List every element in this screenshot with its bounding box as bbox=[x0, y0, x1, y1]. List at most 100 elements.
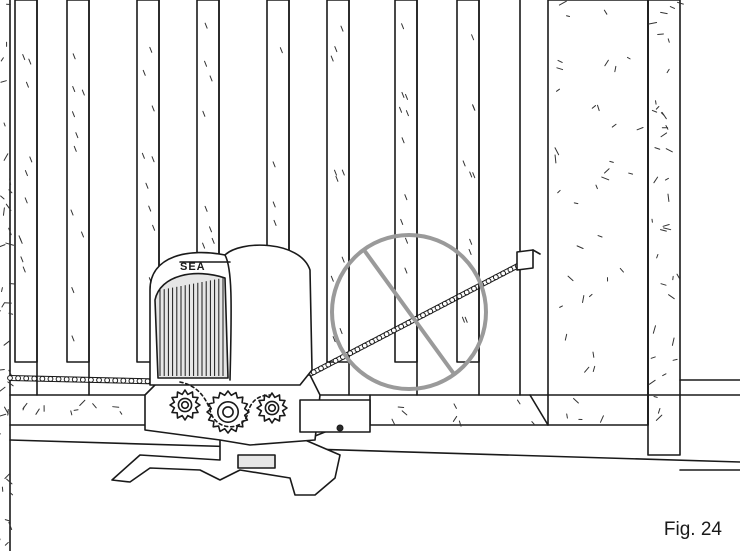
texture-speck bbox=[28, 58, 32, 65]
texture-speck bbox=[660, 132, 668, 138]
texture-speck bbox=[564, 333, 568, 341]
texture-speck bbox=[584, 366, 590, 373]
texture-speck bbox=[8, 227, 12, 236]
texture-speck bbox=[80, 231, 84, 238]
texture-speck bbox=[660, 229, 667, 232]
texture-speck bbox=[656, 254, 659, 259]
texture-speck bbox=[591, 105, 597, 109]
chain-link bbox=[7, 375, 13, 381]
texture-speck bbox=[0, 386, 6, 392]
texture-speck bbox=[0, 244, 6, 248]
texture-speck bbox=[24, 197, 28, 204]
texture-speck bbox=[112, 406, 120, 408]
texture-speck bbox=[0, 413, 7, 417]
texture-speck bbox=[592, 351, 595, 358]
chain-link bbox=[31, 375, 38, 382]
texture-speck bbox=[471, 34, 475, 41]
texture-speck bbox=[273, 219, 277, 226]
texture-speck bbox=[202, 242, 206, 249]
texture-speck bbox=[472, 172, 476, 179]
chain-link bbox=[88, 377, 94, 383]
ground-line bbox=[9, 439, 740, 463]
texture-speck bbox=[660, 283, 667, 286]
gate-motor-unit: SEA bbox=[111, 244, 371, 496]
texture-speck bbox=[340, 25, 344, 32]
texture-speck bbox=[335, 175, 339, 182]
chain-link bbox=[112, 377, 119, 384]
chain-link bbox=[39, 375, 46, 382]
texture-speck bbox=[9, 282, 16, 285]
sprocket-axle bbox=[180, 400, 190, 410]
chain-link bbox=[500, 270, 507, 277]
chain-link bbox=[463, 289, 470, 296]
texture-speck bbox=[573, 202, 579, 205]
texture-speck bbox=[339, 328, 343, 335]
texture-speck bbox=[665, 148, 673, 153]
texture-speck bbox=[660, 112, 665, 116]
texture-speck bbox=[654, 147, 661, 150]
texture-speck bbox=[405, 93, 409, 100]
texture-speck bbox=[619, 267, 624, 273]
chain-link bbox=[79, 376, 86, 383]
texture-speck bbox=[668, 294, 675, 300]
chain-bracket bbox=[516, 249, 541, 271]
texture-speck bbox=[272, 161, 276, 168]
texture-speck bbox=[556, 67, 564, 71]
texture-speck bbox=[6, 478, 13, 485]
chain-link bbox=[347, 350, 354, 357]
texture-speck bbox=[141, 152, 145, 159]
texture-speck bbox=[604, 168, 610, 174]
texture-speck bbox=[660, 11, 668, 15]
texture-speck bbox=[653, 176, 659, 184]
texture-speck bbox=[22, 266, 26, 273]
texture-speck bbox=[603, 9, 608, 15]
texture-speck bbox=[8, 189, 13, 194]
texture-speck bbox=[667, 38, 670, 43]
texture-speck bbox=[3, 340, 10, 346]
texture-speck bbox=[29, 156, 33, 163]
texture-speck bbox=[461, 316, 465, 323]
chain-link bbox=[390, 327, 397, 334]
chain-link bbox=[354, 346, 361, 353]
texture-speck bbox=[655, 414, 663, 421]
chain-link bbox=[471, 285, 477, 292]
texture-speck bbox=[0, 80, 7, 83]
chain-link bbox=[427, 308, 434, 315]
texture-speck bbox=[3, 153, 9, 161]
texture-speck bbox=[636, 127, 644, 131]
texture-speck bbox=[399, 106, 403, 113]
texture-speck bbox=[70, 209, 74, 216]
chain-link bbox=[398, 323, 405, 330]
texture-speck bbox=[152, 224, 156, 231]
texture-speck bbox=[405, 110, 409, 117]
texture-speck bbox=[71, 111, 75, 118]
texture-speck bbox=[597, 104, 600, 112]
texture-speck bbox=[401, 23, 405, 30]
chain-link bbox=[434, 304, 441, 311]
texture-speck bbox=[655, 100, 657, 105]
chain-link bbox=[492, 274, 499, 281]
texture-speck bbox=[458, 420, 462, 427]
texture-speck bbox=[557, 59, 563, 63]
texture-speck bbox=[8, 521, 13, 531]
chain-link bbox=[441, 300, 448, 307]
texture-speck bbox=[669, 6, 676, 9]
chain-link bbox=[47, 376, 54, 382]
texture-speck bbox=[628, 172, 634, 175]
texture-speck bbox=[531, 421, 535, 425]
chain-link bbox=[420, 312, 426, 319]
texture-speck bbox=[71, 287, 75, 294]
texture-speck bbox=[516, 399, 521, 405]
texture-speck bbox=[652, 325, 656, 334]
texture-speck bbox=[22, 406, 25, 411]
gate-slat-groove bbox=[456, 0, 480, 363]
drive-sprockets bbox=[169, 381, 288, 434]
texture-speck bbox=[672, 358, 678, 361]
gate-slats bbox=[14, 0, 521, 396]
texture-speck bbox=[667, 193, 670, 202]
texture-speck bbox=[469, 171, 473, 178]
texture-speck bbox=[566, 15, 571, 17]
